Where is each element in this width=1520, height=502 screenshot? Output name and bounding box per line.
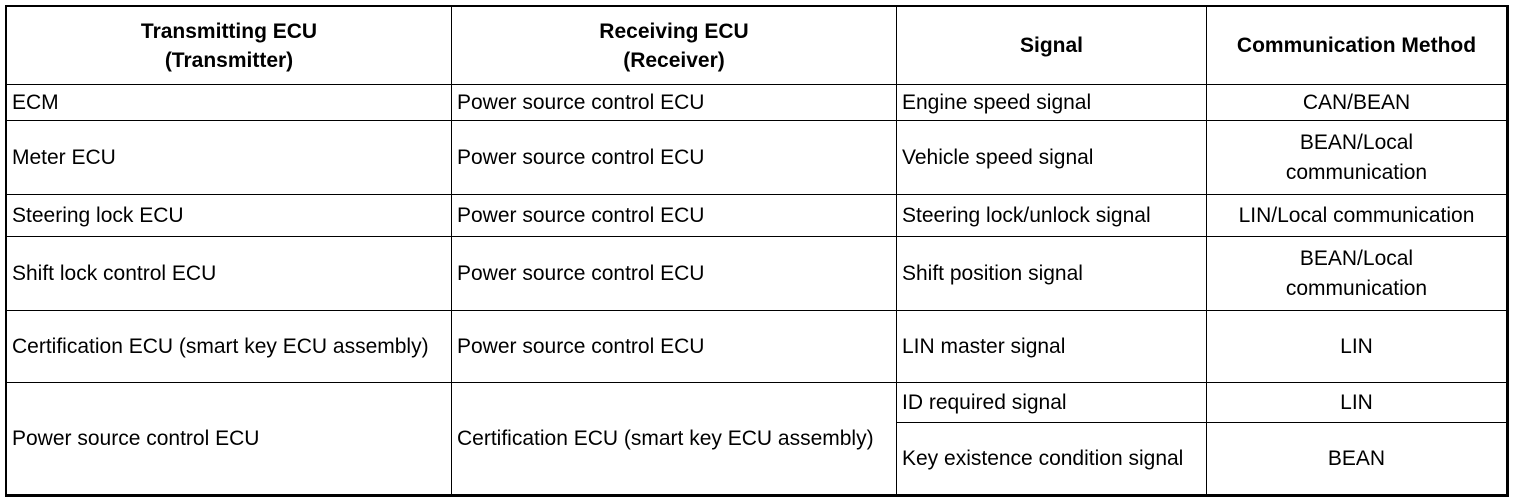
header-transmitting-ecu: Transmitting ECU (Transmitter) (6, 6, 452, 85)
cell-transmitter: Meter ECU (6, 120, 452, 195)
cell-signal: Shift position signal (896, 236, 1207, 311)
cell-transmitter: Steering lock ECU (6, 194, 452, 237)
header-receiving-ecu-line2: (Receiver) (623, 48, 725, 72)
table-row: Power source control ECU Certification E… (6, 382, 1507, 495)
cell-signal: LIN master signal (896, 310, 1207, 383)
cell-method: CAN/BEAN (1206, 84, 1507, 121)
cell-method: BEAN/Local communication (1206, 120, 1507, 195)
cell-transmitter: Certification ECU (smart key ECU assembl… (6, 310, 452, 383)
header-communication-method: Communication Method (1206, 6, 1507, 85)
table-row: Meter ECU Power source control ECU Vehic… (6, 120, 1507, 195)
cell-receiver: Power source control ECU (451, 310, 897, 383)
cell-signal: Vehicle speed signal (896, 120, 1207, 195)
cell-transmitter: ECM (6, 84, 452, 121)
header-transmitting-ecu-line1: Transmitting ECU (140, 19, 318, 43)
cell-signal: Key existence condition signal (896, 422, 1207, 495)
cell-signal: Steering lock/unlock signal (896, 194, 1207, 237)
table-row: Key existence condition signal BEAN (7, 422, 1507, 495)
table-row: ECM Power source control ECU Engine spee… (6, 84, 1507, 121)
cell-receiver: Power source control ECU (451, 194, 897, 237)
header-receiving-ecu: Receiving ECU (Receiver) (451, 6, 897, 85)
header-transmitting-ecu-line2: (Transmitter) (164, 48, 294, 72)
cell-receiver: Power source control ECU (451, 120, 897, 195)
cell-receiver: Power source control ECU (451, 236, 897, 311)
header-receiving-ecu-line1: Receiving ECU (599, 19, 749, 43)
cell-signal: ID required signal (896, 382, 1207, 423)
cell-signal: Engine speed signal (896, 84, 1207, 121)
cell-receiver: Power source control ECU (451, 84, 897, 121)
cell-method: LIN/Local communication (1206, 194, 1507, 237)
ecu-communication-table: Transmitting ECU (Transmitter) Receiving… (6, 6, 1507, 495)
cell-method: LIN (1206, 310, 1507, 383)
table-row: Certification ECU (smart key ECU assembl… (6, 310, 1507, 383)
cell-transmitter: Power source control ECU (6, 382, 452, 495)
cell-receiver: Certification ECU (smart key ECU assembl… (451, 382, 897, 495)
table-row: Shift lock control ECU Power source cont… (6, 236, 1507, 311)
cell-method: LIN (1206, 382, 1507, 423)
table-header-row: Transmitting ECU (Transmitter) Receiving… (6, 6, 1507, 85)
cell-method: BEAN/Local communication (1206, 236, 1507, 311)
cell-method: BEAN (1206, 422, 1507, 495)
header-signal: Signal (896, 6, 1207, 85)
cell-transmitter: Shift lock control ECU (6, 236, 452, 311)
table-row: Steering lock ECU Power source control E… (6, 194, 1507, 237)
